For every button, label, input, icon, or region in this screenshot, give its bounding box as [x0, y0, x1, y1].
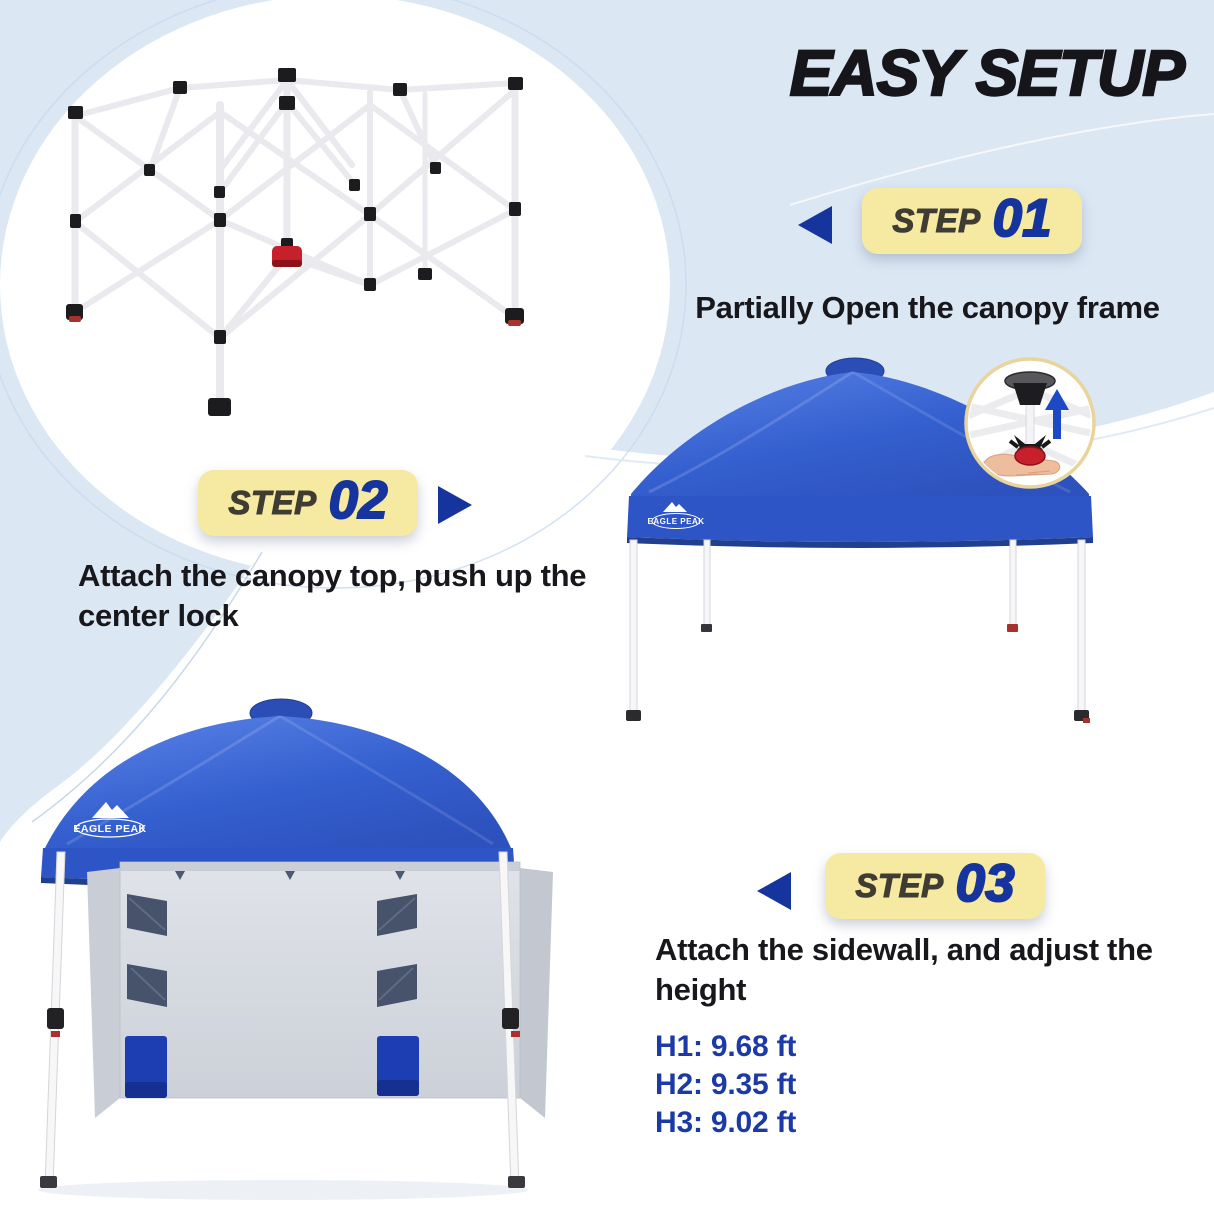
- step-02-number: 02: [328, 470, 389, 531]
- step-03-arrow-icon: [757, 872, 791, 910]
- step-01-badge: STEP 01: [862, 188, 1082, 254]
- canopy-valance: [627, 496, 1093, 542]
- brand-logo: EAGLE PEAK: [647, 502, 704, 529]
- canopy-top-illustration: EAGLE PEAK: [626, 357, 1096, 723]
- step-03-number: 03: [955, 853, 1016, 914]
- step-01-arrow-icon: [798, 206, 832, 244]
- canopy-dome: [631, 372, 1089, 498]
- sidewall-windows: [127, 894, 417, 1007]
- frame-feet: [66, 268, 524, 416]
- step-02-description: Attach the canopy top, push up the cente…: [78, 558, 587, 633]
- sidewall-pockets: [125, 1036, 419, 1098]
- brand-logo: EAGLE PEAK: [73, 802, 146, 838]
- step-03-description: Attach the sidewall, and adjust the heig…: [655, 932, 1153, 1007]
- step-03-badge: STEP 03: [825, 853, 1045, 919]
- step-02-label: STEP: [228, 483, 317, 521]
- canopy-legs: [626, 539, 1090, 723]
- step-01-label: STEP: [892, 201, 981, 239]
- sidewall-panel: [119, 861, 521, 1099]
- height-adjuster-left: [47, 1008, 64, 1029]
- step-02-badge: STEP 02: [198, 470, 418, 536]
- push-up-arrow-icon: [1045, 389, 1069, 439]
- sidewall-attachment-tabs: [175, 871, 405, 880]
- sidewall-left-flap: [87, 868, 120, 1118]
- ground-shadow: [38, 1180, 528, 1200]
- page-title: EASY SETUP: [789, 36, 1187, 110]
- height-adjuster-right: [502, 1008, 519, 1029]
- frame-center-lock: [272, 238, 302, 267]
- mountain-icon: [663, 502, 687, 512]
- frame-joints: [68, 68, 523, 344]
- canopy-dome: [45, 716, 511, 848]
- height-specs: H1: 9.68 ft H2: 9.35 ft H3: 9.02 ft: [655, 1028, 796, 1142]
- step-02-arrow-icon: [438, 486, 472, 524]
- brand-logo-text: EAGLE PEAK: [73, 823, 146, 835]
- canopy-legs: [40, 851, 525, 1188]
- sidewall-right-flap: [520, 868, 553, 1118]
- step-01-number: 01: [992, 188, 1053, 249]
- mountain-icon: [92, 802, 129, 818]
- step-03-label: STEP: [855, 866, 944, 904]
- step-01-description: Partially Open the canopy frame: [695, 290, 1160, 325]
- height-h1: H1: 9.68 ft: [655, 1030, 797, 1063]
- center-lock-inset: [964, 357, 1096, 489]
- center-lock: [1008, 435, 1052, 466]
- folded-frame-illustration: [66, 68, 524, 416]
- height-h3: H3: 9.02 ft: [655, 1106, 797, 1139]
- canopy-sidewall-illustration: EAGLE PEAK: [38, 698, 553, 1200]
- frame-struts: [71, 70, 519, 410]
- brand-logo-text: EAGLE PEAK: [647, 517, 704, 526]
- height-h2: H2: 9.35 ft: [655, 1068, 797, 1101]
